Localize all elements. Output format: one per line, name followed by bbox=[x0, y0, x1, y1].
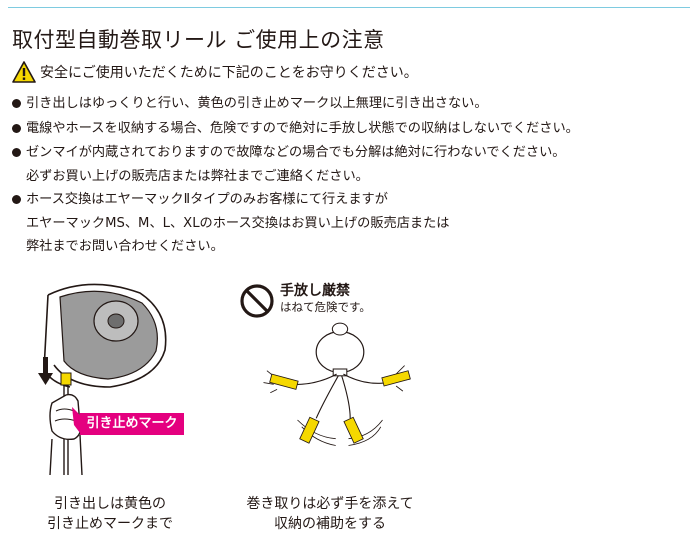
hand-icon bbox=[49, 393, 83, 475]
down-arrow-icon bbox=[38, 357, 53, 385]
hose-lines bbox=[288, 373, 388, 419]
reel-pull-illustration bbox=[38, 283, 167, 475]
list-item: ホース交換はエヤーマックⅡタイプのみお客様にて行えますが エヤーマックMS、M、… bbox=[12, 188, 692, 259]
caption-left: 引き出しは黄色の 引き止めマークまで bbox=[20, 494, 200, 534]
bullet-icon bbox=[12, 99, 21, 108]
caption-line: 収納の補助をする bbox=[274, 516, 386, 532]
prohibit-subtitle: はねて危険です。 bbox=[280, 300, 371, 314]
note-line: 必ずお買い上げの販売店または弊社までご連絡ください。 bbox=[26, 168, 369, 184]
note-line: 弊社までお問い合わせください。 bbox=[26, 239, 224, 254]
reel-icon bbox=[315, 322, 365, 377]
stop-mark-label: 引き止めマーク bbox=[80, 413, 184, 435]
stop-mark bbox=[60, 372, 72, 386]
list-item: 電線やホースを収納する場合、危険ですので絶対に手放し状態での収納はしないでくださ… bbox=[12, 117, 692, 142]
list-item: ゼンマイが内蔵されておりますので故障などの場合でも分解は絶対に行わないでください… bbox=[12, 141, 692, 188]
warning-text: 安全にご使用いただくために下記のことをお守りください。 bbox=[40, 65, 418, 81]
warning-row: 安全にご使用いただくために下記のことをお守りください。 bbox=[12, 60, 418, 84]
hose-whip-illustration bbox=[263, 322, 411, 446]
prohibit-notice: 手放し厳禁 はねて危険です。 bbox=[238, 282, 371, 320]
caption-right: 巻き取りは必ず手を添えて 収納の補助をする bbox=[230, 494, 430, 534]
list-item: 引き出しはゆっくりと行い、黄色の引き止めマーク以上無理に引き出さない。 bbox=[12, 92, 692, 117]
reel-icon bbox=[43, 283, 167, 388]
bullet-icon bbox=[12, 123, 21, 133]
note-line: 電線やホースを収納する場合、危険ですので絶対に手放し状態での収納はしないでくださ… bbox=[26, 120, 579, 136]
note-line: エヤーマックMS、M、L、XLのホース交換はお買い上げの販売店または bbox=[26, 215, 450, 231]
caption-line: 巻き取りは必ず手を添えて bbox=[246, 496, 414, 512]
note-line: 引き出しはゆっくりと行い、黄色の引き止めマーク以上無理に引き出さない。 bbox=[26, 96, 488, 111]
prohibit-icon bbox=[240, 284, 274, 318]
warning-icon bbox=[12, 61, 36, 83]
bullet-icon bbox=[12, 148, 21, 157]
caption-line: 引き止めマークまで bbox=[47, 516, 173, 532]
note-line: ホース交換はエヤーマックⅡタイプのみお客様にて行えますが bbox=[26, 192, 388, 207]
hose-end-marks bbox=[269, 370, 411, 444]
label-pointer bbox=[72, 407, 80, 433]
prohibit-title: 手放し厳禁 bbox=[280, 283, 350, 299]
notes-list: 引き出しはゆっくりと行い、黄色の引き止めマーク以上無理に引き出さない。 電線やホ… bbox=[12, 92, 692, 259]
top-rule bbox=[8, 7, 690, 8]
page-title: 取付型自動巻取リール ご使用上の注意 bbox=[12, 28, 385, 52]
bullet-icon bbox=[12, 195, 21, 204]
note-line: ゼンマイが内蔵されておりますので故障などの場合でも分解は絶対に行わないでください… bbox=[26, 145, 566, 160]
caption-line: 引き出しは黄色の bbox=[54, 496, 166, 512]
